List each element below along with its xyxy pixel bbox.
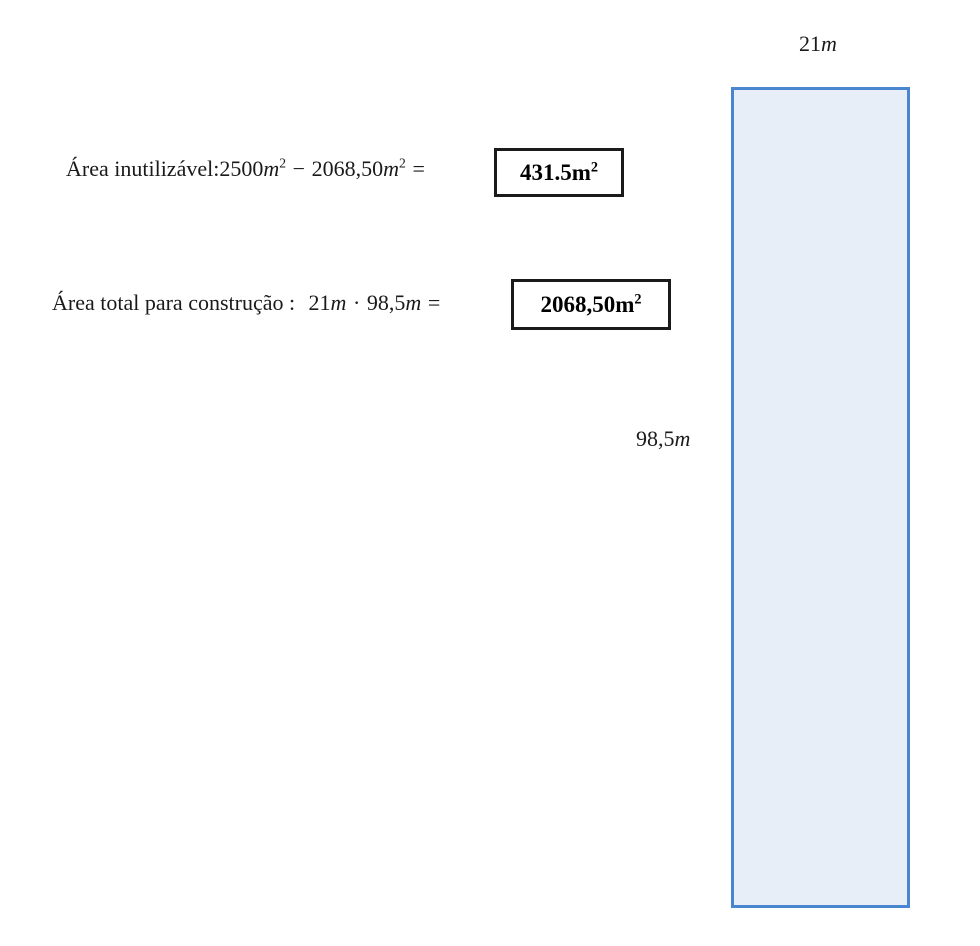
equation-1-term1-exponent: 2	[279, 155, 287, 171]
equation-2-operator: ·	[353, 290, 361, 315]
equation-1-term1-unit: m	[263, 156, 280, 181]
land-rectangle-shape	[731, 87, 910, 908]
equation-2-term2-unit: m	[405, 290, 422, 315]
answer-1-value: 431.5	[519, 160, 572, 185]
equation-1-expression: Área inutilizável:2500m2−2068,50m2=	[66, 155, 431, 181]
dimension-label-width: 21m	[799, 33, 837, 55]
equation-2-term1-value: 21	[308, 290, 331, 315]
equation-2-equals-sign: =	[427, 290, 441, 315]
answer-2-value: 2068,50	[540, 292, 616, 317]
dimension-label-height: 98,5m	[636, 428, 690, 450]
answer-1-exponent: 2	[590, 159, 599, 176]
equation-2-term1-unit: m	[330, 290, 347, 315]
equation-1-term2-value: 2068,50	[311, 156, 384, 181]
answer-2-exponent: 2	[634, 291, 642, 308]
dimension-width-value: 21	[799, 31, 821, 56]
equation-total-construction-area: Área total para construção : 21m·98,5m=	[52, 292, 447, 314]
dimension-width-unit: m	[821, 31, 837, 56]
answer-1-unit: m	[571, 160, 591, 185]
equation-1-label: Área inutilizável:	[66, 156, 220, 181]
answer-1-text: 431.5m2	[519, 159, 599, 185]
equation-2-expression: Área total para construção : 21m·98,5m=	[52, 292, 447, 314]
equation-1-term2-exponent: 2	[399, 155, 406, 171]
answer-box-unusable-area: 431.5m2	[494, 148, 624, 197]
equation-1-term2-unit: m	[383, 156, 400, 181]
equation-2-label: Área total para construção :	[52, 290, 296, 315]
dimension-height-value: 98,5	[636, 426, 675, 451]
dimension-height-unit: m	[674, 426, 691, 451]
equation-1-equals-sign: =	[412, 156, 425, 181]
answer-2-text: 2068,50m2	[540, 291, 642, 317]
equation-unusable-area: Área inutilizável:2500m2−2068,50m2=	[66, 155, 431, 181]
equation-1-term1-value: 2500	[219, 156, 264, 181]
equation-1-operator: −	[292, 156, 306, 181]
equation-2-term2-value: 98,5	[366, 290, 406, 315]
answer-2-unit: m	[615, 292, 635, 317]
answer-box-total-construction-area: 2068,50m2	[511, 279, 671, 330]
